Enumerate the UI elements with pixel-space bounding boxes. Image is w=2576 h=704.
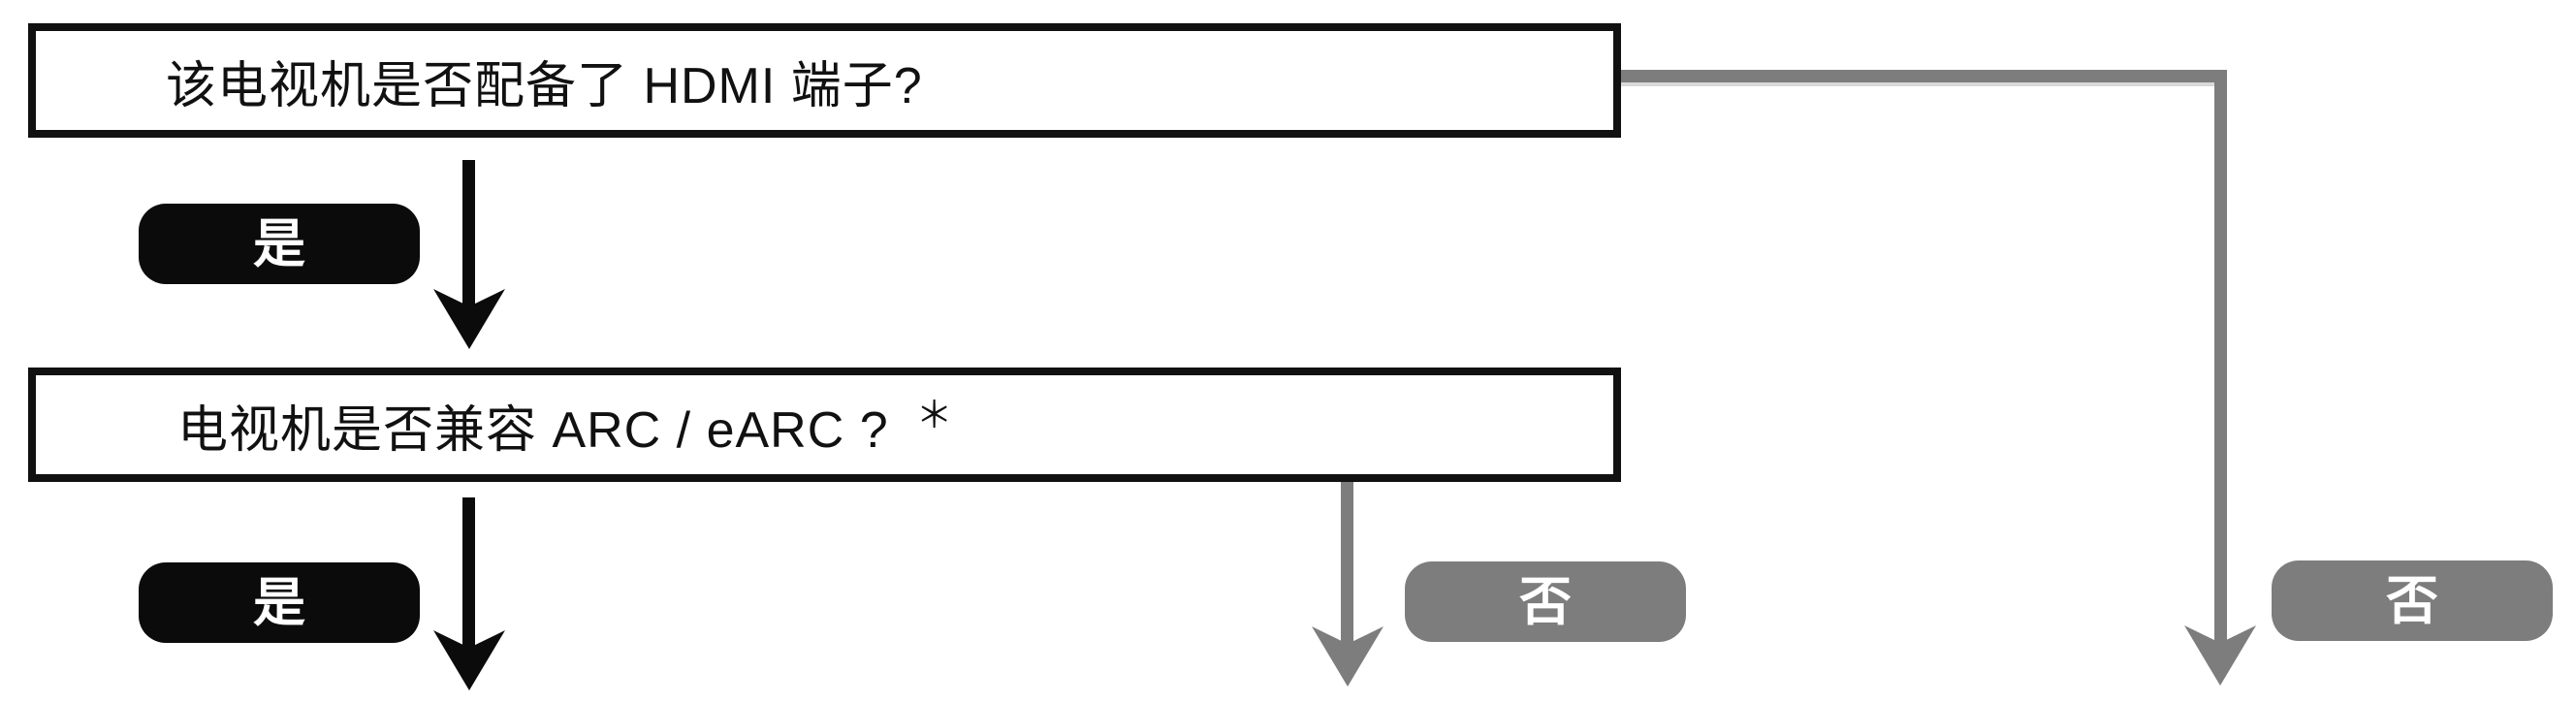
question-box-arc-label: 电视机是否兼容 ARC / eARC ? xyxy=(177,401,889,459)
down-arrow-icon xyxy=(1312,626,1383,687)
down-arrow-icon xyxy=(2184,625,2256,686)
yes-badge-q1-label: 是 xyxy=(253,214,305,273)
yes-badge-q1: 是 xyxy=(139,204,420,284)
yes-badge-q2-label: 是 xyxy=(253,573,305,632)
question-box-hdmi: 该电视机是否配备了 HDMI 端子? xyxy=(28,23,1621,138)
down-arrow-icon xyxy=(433,630,505,690)
no-badge-q2-label: 否 xyxy=(1519,572,1572,631)
question-box-hdmi-label: 该电视机是否配备了 HDMI 端子? xyxy=(166,57,923,114)
no-badge-q1-label: 否 xyxy=(2386,571,2438,630)
yes-badge-q2: 是 xyxy=(139,562,420,643)
no-arrow-q2-shaft xyxy=(1341,482,1353,645)
no-connector-q1-horizontal xyxy=(1621,70,2227,82)
no-badge-q1: 否 xyxy=(2272,560,2553,641)
no-connector-q1-vertical xyxy=(2214,70,2227,643)
down-arrow-icon xyxy=(433,289,505,349)
no-badge-q2: 否 xyxy=(1405,561,1686,642)
yes-arrow-q2-shaft xyxy=(462,497,475,649)
question-box-arc: 电视机是否兼容 ARC / eARC ? ＊ xyxy=(28,368,1621,482)
yes-arrow-q1-shaft xyxy=(462,160,475,307)
footnote-asterisk: ＊ xyxy=(915,395,954,436)
